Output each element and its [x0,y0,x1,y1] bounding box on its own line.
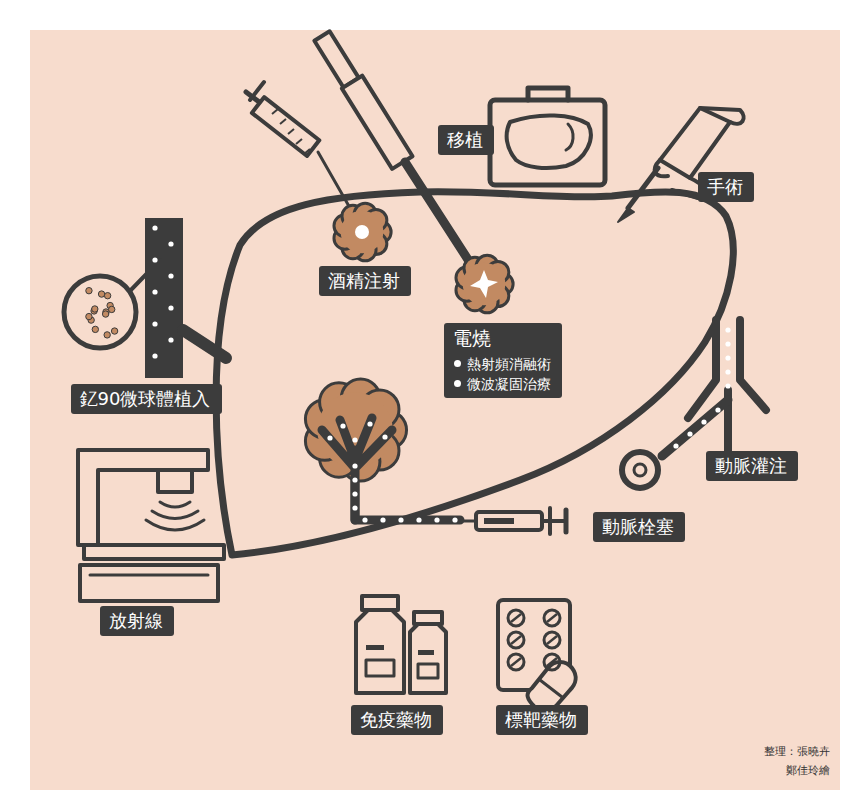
treatment-label: 電燒熱射頻消融術微波凝固治療 [444,323,562,398]
embolic-dots [327,421,457,522]
label-text: 免疫藥物 [360,708,434,731]
treatment-label: 免疫藥物 [351,705,443,735]
syringe-ticks [272,109,310,154]
label-text: 釔90微球體植入 [80,387,213,410]
treatment-label: 釔90微球體植入 [71,384,222,414]
treatment-label: 動脈灌注 [706,451,798,481]
ablation-spark [470,270,498,298]
credit-text: 鄭佳玲繪 [786,763,830,778]
treatment-label: 標靶藥物 [496,705,588,735]
bullet-dot [454,380,461,387]
label-text: 動脈灌注 [715,454,789,477]
blood-vessel [145,218,183,378]
vessel-branch [183,330,226,358]
transplant-box [490,88,605,185]
label-text: 手術 [707,175,745,198]
treatment-label: 手術 [698,172,754,202]
treatment-label: 酒精注射 [319,266,411,296]
treatment-label: 移植 [438,125,494,155]
background-panel [30,30,840,790]
radiation-machine [78,450,224,601]
credit-text: 整理：張曉卉 [764,744,830,759]
microsphere-magnified [86,287,118,338]
tumor [334,203,391,261]
alcohol-syringe [246,82,358,222]
scalpel-hand [618,108,744,222]
tumor [456,255,513,313]
method-item: 微波凝固治療 [453,374,553,394]
label-text: 放射線 [109,609,165,632]
immunotherapy-bottles [356,596,446,693]
embolization-syringe [460,508,566,534]
treatment-label: 動脈栓塞 [593,512,685,542]
pill-blisters [508,610,560,670]
label-text: 酒精注射 [328,269,402,292]
artery-branches [322,418,392,520]
magnifier-line [128,260,160,293]
treatment-label: 放射線 [100,606,174,636]
liver-outline [216,192,733,555]
label-text: 動脈栓塞 [602,515,676,538]
targeted-pill-pack [498,600,576,710]
magnifier-circle [64,276,136,348]
label-text: 電燒 [453,326,553,351]
infusion-dots [673,327,730,448]
label-text: 標靶藥物 [505,708,579,731]
bullet-dot [454,360,461,367]
microsphere-dots [152,225,173,358]
label-text: 移植 [447,128,485,151]
method-item: 熱射頻消融術 [453,354,553,374]
